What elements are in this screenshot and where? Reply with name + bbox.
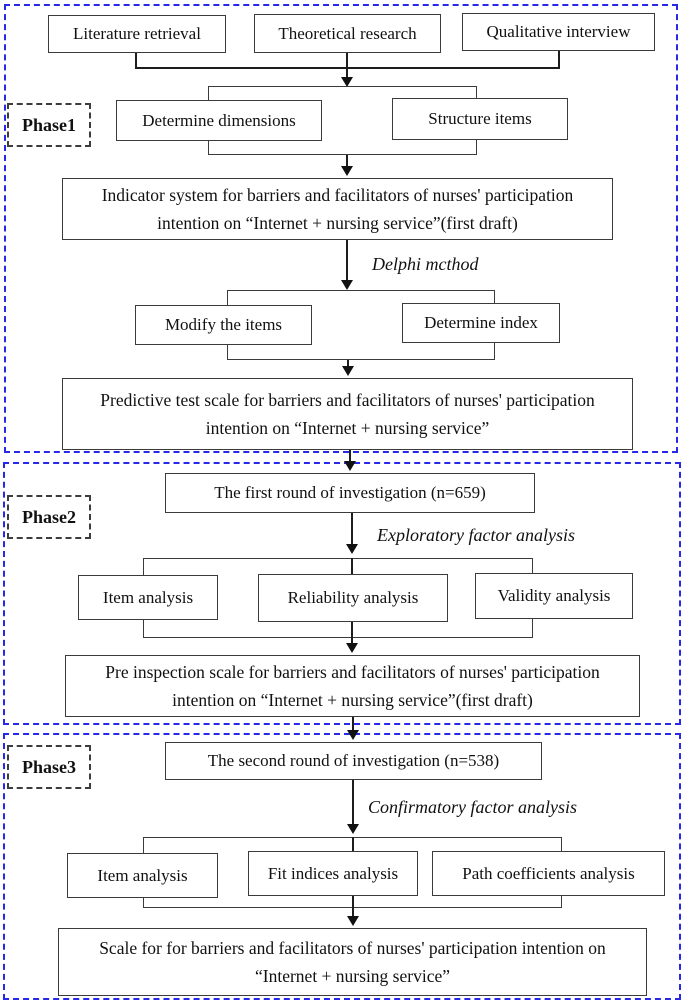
box-second-round-investigation: The second round of investigation (n=538… [165, 742, 542, 780]
box-predictive-test-scale-line2: intention on “Internet + nursing service… [205, 418, 490, 438]
arrow-down-icon [347, 730, 359, 740]
connector-line [346, 67, 348, 79]
connector-line [349, 450, 351, 463]
box-qualitative-interview: Qualitative interview [462, 13, 655, 51]
phase2-boundary [3, 462, 681, 725]
connector-line [346, 53, 348, 69]
box-final-scale: Scale for for barriers and facilitators … [58, 928, 647, 996]
box-item-analysis-p2: Item analysis [78, 575, 218, 620]
confirmatory-factor-analysis-label: Confirmatory factor analysis [368, 797, 578, 817]
connector-line [346, 155, 348, 168]
phase1-label: Phase1 [7, 103, 91, 147]
arrow-down-icon [346, 544, 358, 554]
phase3-boundary [3, 733, 681, 1000]
box-modify-items: Modify the items [135, 305, 312, 345]
box-determine-index: Determine index [402, 303, 560, 343]
connector-line [352, 780, 354, 826]
box-validity-analysis: Validity analysis [475, 573, 633, 619]
box-predictive-test-scale-line1: Predictive test scale for barriers and f… [100, 390, 595, 410]
arrow-down-icon [346, 643, 358, 653]
connector-line [351, 638, 353, 645]
arrow-down-icon [341, 77, 353, 87]
phase3-label: Phase3 [7, 745, 91, 789]
box-theoretical-research: Theoretical research [254, 14, 441, 53]
phase2-label: Phase2 [7, 495, 91, 539]
box-predictive-test-scale: Predictive test scale for barriers and f… [62, 378, 633, 450]
box-path-coefficients-analysis: Path coefficients analysis [432, 851, 665, 896]
connector-line [351, 513, 353, 546]
box-pre-inspection-scale-line1: Pre inspection scale for barriers and fa… [105, 662, 600, 682]
connector-line [352, 717, 354, 732]
box-indicator-system-line1: Indicator system for barriers and facili… [101, 185, 574, 205]
box-determine-dimensions: Determine dimensions [116, 100, 322, 141]
arrow-down-icon [344, 461, 356, 471]
box-indicator-system: Indicator system for barriers and facili… [62, 178, 613, 240]
arrow-down-icon [347, 824, 359, 834]
box-indicator-system-line2: intention on “Internet + nursing service… [157, 213, 518, 233]
connector-line [347, 360, 349, 368]
box-pre-inspection-scale-line2: intention on “Internet + nursing service… [172, 690, 533, 710]
box-literature-retrieval: Literature retrieval [48, 15, 226, 53]
arrow-down-icon [347, 916, 359, 926]
connector-line [558, 51, 560, 69]
delphi-method-label: Delphi mcthod [372, 254, 479, 274]
arrow-down-icon [341, 280, 353, 290]
arrow-down-icon [341, 166, 353, 176]
box-fit-indices-analysis: Fit indices analysis [248, 851, 418, 896]
connector-line [352, 908, 354, 918]
connector-line [346, 240, 348, 282]
box-reliability-analysis: Reliability analysis [258, 574, 448, 622]
phase1-boundary [4, 4, 678, 453]
box-final-scale-line2: “Internet + nursing service” [255, 966, 450, 986]
arrow-down-icon [342, 366, 354, 376]
connector-line [135, 53, 137, 69]
exploratory-factor-analysis-label: Exploratory factor analysis [377, 525, 575, 545]
box-pre-inspection-scale: Pre inspection scale for barriers and fa… [65, 655, 640, 717]
box-final-scale-line1: Scale for for barriers and facilitators … [99, 938, 606, 958]
box-item-analysis-p3: Item analysis [67, 853, 218, 898]
box-structure-items: Structure items [392, 98, 568, 140]
box-first-round-investigation: The first round of investigation (n=659) [165, 473, 535, 513]
